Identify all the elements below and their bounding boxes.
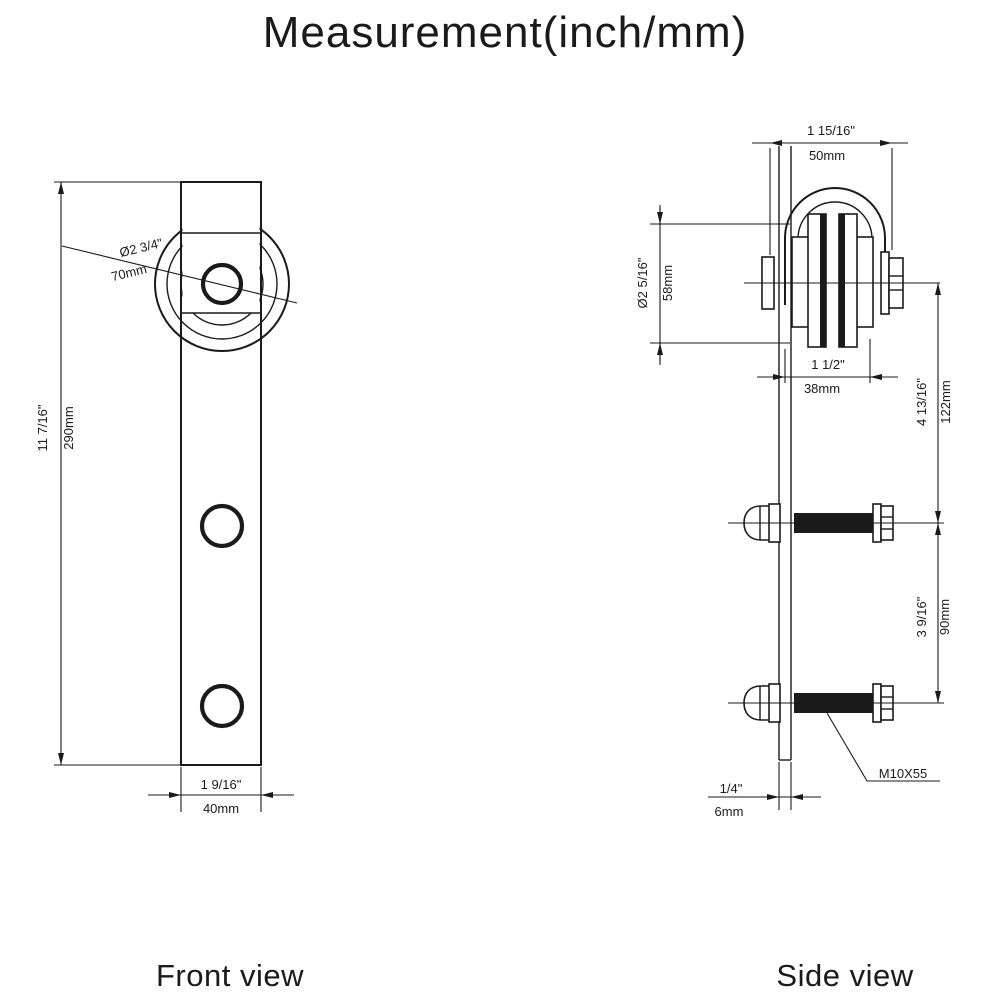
side-bolt-spacing-mm-label: 90mm: [937, 599, 952, 635]
front-height-dimension: 11 7/16" 290mm: [35, 181, 180, 766]
front-wheel-diameter-mm-label: 70mm: [110, 261, 149, 284]
side-top-width-dimension: 1 15/16" 50mm: [752, 123, 908, 255]
side-roller-diameter-mm-label: 58mm: [660, 265, 675, 301]
side-bolt-spec-leader: M10X55: [826, 712, 940, 782]
front-axle-hole: [200, 262, 244, 306]
side-roller: [744, 213, 940, 348]
side-plate-thickness-mm-label: 6mm: [715, 804, 744, 819]
side-axle-to-bolt-dimension: 4 13/16" 122mm: [914, 283, 953, 523]
front-view-drawing: 11 7/16" 290mm Ø2 3/4" 70mm 1 9/16" 40mm…: [35, 181, 304, 993]
side-hanger-loop-outer: [784, 187, 886, 305]
side-roller-diameter-dimension: Ø2 5/16" 58mm: [635, 205, 790, 365]
side-top-width-mm-label: 50mm: [809, 148, 845, 163]
front-height-mm-label: 290mm: [61, 406, 76, 449]
front-width-inch-label: 1 9/16": [201, 777, 242, 792]
side-view-drawing: 1 15/16" 50mm Ø2 5/16" 58mm 1 1/2" 38mm: [635, 123, 953, 993]
front-width-dimension: 1 9/16" 40mm: [148, 767, 294, 816]
front-view-label: Front view: [156, 958, 304, 993]
front-mount-hole-upper: [199, 503, 245, 549]
front-wheel-diameter-inch-label: Ø2 3/4": [118, 235, 164, 260]
page-title: Measurement(inch/mm): [263, 8, 748, 57]
side-bolt-spacing-dimension: 3 9/16" 90mm: [914, 523, 952, 703]
side-hub-width-inch-label: 1 1/2": [811, 357, 845, 372]
side-axle-to-bolt-mm-label: 122mm: [938, 380, 953, 423]
side-hanger-loop-inner: [797, 201, 873, 250]
side-plate-thickness-inch-label: 1/4": [720, 781, 743, 796]
front-mount-hole-lower: [199, 683, 245, 729]
front-strap-occluder: [182, 183, 260, 313]
side-plate-thickness-dimension: 1/4" 6mm: [708, 762, 821, 819]
front-height-inch-label: 11 7/16": [35, 404, 50, 451]
side-roller-diameter-inch-label: Ø2 5/16": [635, 257, 650, 308]
side-hub-width-dimension: 1 1/2" 38mm: [757, 339, 898, 396]
side-bolt-spec-label: M10X55: [879, 766, 927, 781]
side-bolt-spacing-inch-label: 3 9/16": [914, 596, 929, 637]
side-top-width-inch-label: 1 15/16": [807, 123, 855, 138]
side-view-label: Side view: [776, 958, 913, 993]
front-strap-outline: [180, 181, 262, 766]
side-bolt-lower: [728, 683, 944, 723]
side-bolt-upper: [728, 503, 944, 543]
side-hub-width-mm-label: 38mm: [804, 381, 840, 396]
front-width-mm-label: 40mm: [203, 801, 239, 816]
side-axle-to-bolt-inch-label: 4 13/16": [914, 378, 929, 426]
